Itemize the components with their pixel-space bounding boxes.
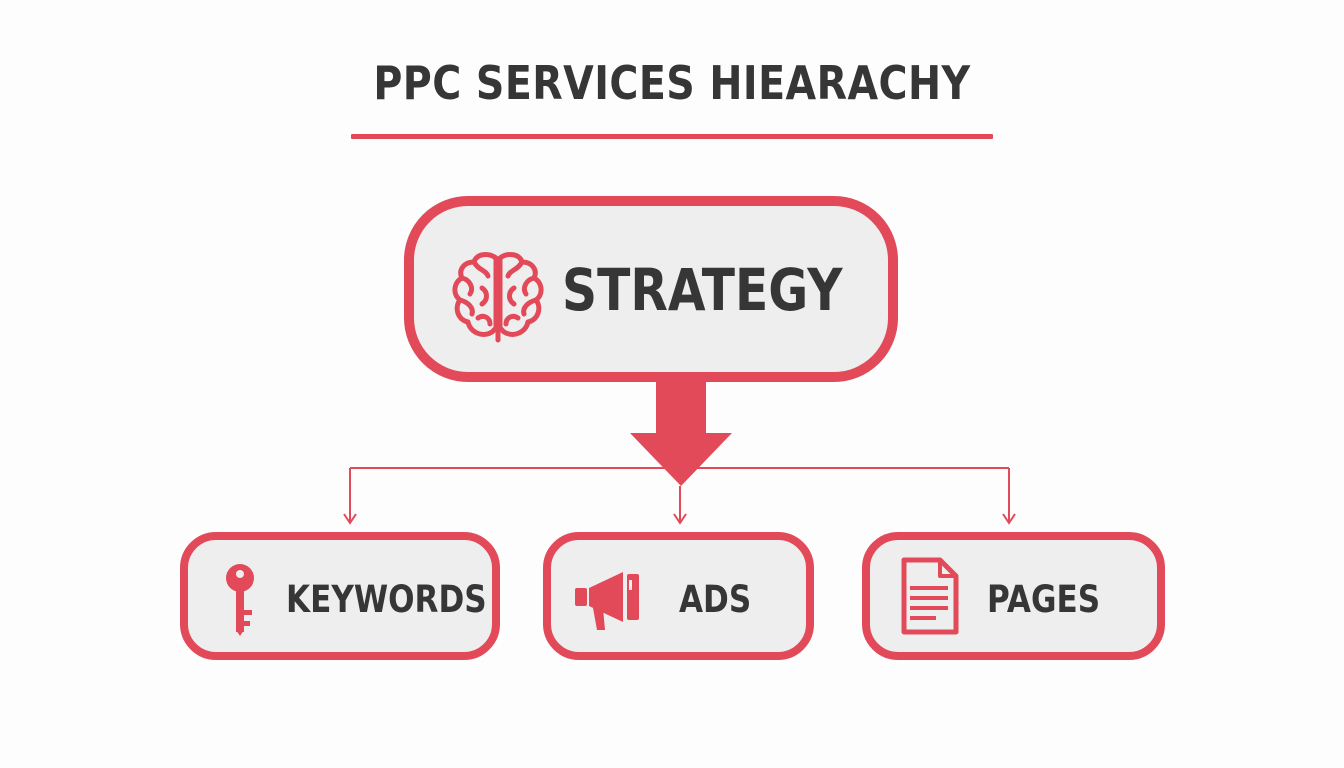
strategy-node: STRATEGY	[404, 196, 898, 382]
ads-node: ADS	[543, 532, 814, 660]
branch-arrow-keywords	[343, 468, 357, 525]
pages-node: PAGES	[862, 532, 1165, 660]
ads-label: ADS	[679, 578, 752, 621]
title-underline	[351, 134, 993, 139]
main-down-arrow	[630, 380, 732, 486]
keywords-node: KEYWORDS	[180, 532, 500, 660]
branch-arrow-ads	[673, 486, 687, 525]
branch-arrow-pages	[1002, 468, 1016, 525]
megaphone-icon	[575, 572, 639, 630]
diagram-title: PPC SERVICES HIEARACHY	[373, 56, 971, 110]
document-icon	[901, 557, 959, 635]
key-icon	[226, 564, 254, 636]
keywords-label: KEYWORDS	[286, 578, 487, 621]
pages-label: PAGES	[987, 578, 1101, 621]
brain-icon	[452, 252, 544, 343]
strategy-label: STRATEGY	[562, 256, 843, 324]
